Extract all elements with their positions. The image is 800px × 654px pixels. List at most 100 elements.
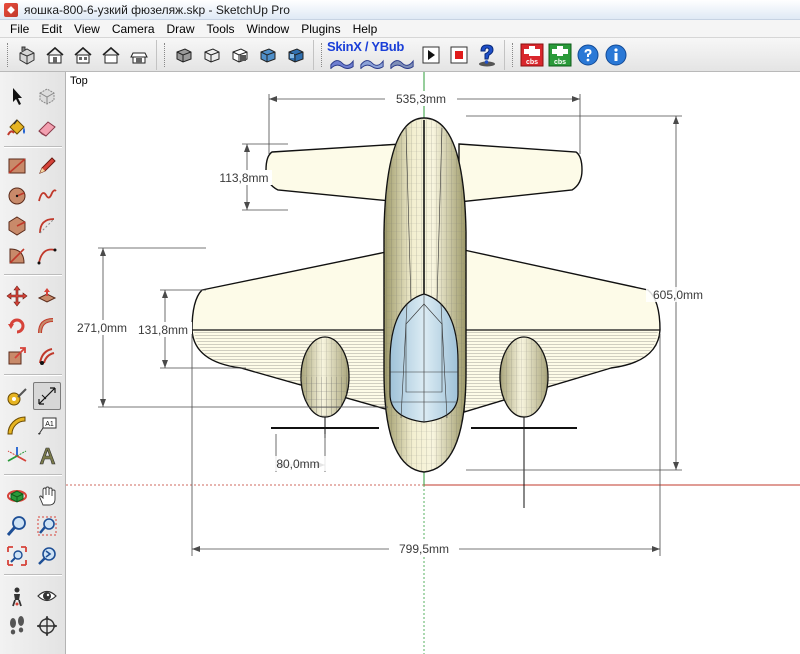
select-arrow-icon[interactable] (3, 82, 31, 110)
walk-footprints-icon[interactable] (3, 612, 31, 640)
pie-icon[interactable] (3, 242, 31, 270)
cbs-green-icon[interactable]: cbs (547, 42, 573, 68)
toolbar-grip[interactable] (164, 42, 167, 67)
scale-icon[interactable] (3, 342, 31, 370)
menu-plugins[interactable]: Plugins (301, 21, 341, 36)
front-view-icon[interactable] (70, 42, 96, 68)
make-component-icon[interactable] (33, 82, 61, 110)
pan-hand-icon[interactable] (33, 482, 61, 510)
tape-measure-icon[interactable] (3, 382, 31, 410)
orbit-icon[interactable] (3, 482, 31, 510)
svg-text:A1: A1 (45, 421, 54, 428)
previous-view-icon[interactable] (33, 542, 61, 570)
right-nacelle (471, 336, 577, 508)
view-name-label: Top (70, 75, 88, 87)
skinx-surface-icon[interactable] (328, 54, 356, 70)
shaded-textures-style-icon[interactable] (283, 42, 309, 68)
menu-view[interactable]: View (74, 21, 100, 36)
dimension-wing-chord: 131,8mm (134, 289, 246, 369)
menu-draw[interactable]: Draw (166, 21, 195, 36)
cbs-red-label: cbs (526, 59, 538, 66)
dim-label-wingspan: 799,5mm (399, 542, 449, 556)
axes-icon[interactable] (3, 442, 31, 470)
menu-camera[interactable]: Camera (111, 21, 155, 36)
right-view-icon[interactable] (98, 42, 124, 68)
move-icon[interactable] (3, 282, 31, 310)
help-circle-icon[interactable] (575, 42, 601, 68)
zoom-window-icon[interactable] (33, 512, 61, 540)
sketchup-app-icon (4, 2, 18, 17)
menu-window[interactable]: Window (246, 21, 290, 36)
position-camera-icon[interactable] (3, 582, 31, 610)
xray-style-icon[interactable] (171, 42, 197, 68)
dimension-length: 605,0mm (466, 115, 708, 471)
info-icon[interactable] (603, 42, 629, 68)
rectangle-icon[interactable] (3, 152, 31, 180)
three-d-text-icon[interactable] (33, 442, 61, 470)
shaded-style-icon[interactable] (255, 42, 281, 68)
menu-file[interactable]: File (10, 21, 30, 36)
iso-view-icon[interactable] (14, 42, 40, 68)
back-view-icon[interactable] (126, 42, 152, 68)
hidden-line-style-icon[interactable] (227, 42, 253, 68)
menu-tools[interactable]: Tools (206, 21, 235, 36)
window-title: яошка-800-6-узкий фюзеляж.skp - SketchUp… (24, 2, 290, 17)
circle-icon[interactable] (3, 182, 31, 210)
section-plane-icon[interactable] (33, 612, 61, 640)
top-view-icon[interactable] (42, 42, 68, 68)
polygon-icon[interactable] (3, 212, 31, 240)
skinx-stack: SkinX / YBub (327, 39, 417, 70)
dimension-wingspan: 799,5mm (191, 334, 661, 556)
help-question-icon[interactable] (474, 42, 500, 68)
cbs-green-label: cbs (554, 59, 566, 66)
text-tool-icon[interactable]: A1 (33, 412, 61, 440)
skinx-loft-icon[interactable] (388, 54, 416, 70)
three-point-arc-icon[interactable] (33, 242, 61, 270)
rotate-icon[interactable] (3, 312, 31, 340)
toolbar-grip[interactable] (512, 42, 515, 67)
toolbar-grip[interactable] (321, 42, 324, 67)
look-around-icon[interactable] (33, 582, 61, 610)
dimension-nacelle-width: 80,0mm (270, 434, 326, 472)
offset-icon[interactable] (33, 342, 61, 370)
main-toolbar: SkinX / YBub cbs (0, 38, 800, 72)
horizontal-tail (265, 143, 583, 203)
follow-me-icon[interactable] (33, 312, 61, 340)
large-tool-set: A1 (0, 72, 66, 654)
dim-label-length: 605,0mm (653, 288, 703, 302)
model-drawing: 535,3mm 113,8mm 271,0mm 131,8 (66, 72, 800, 654)
skinx-toolbar: SkinX / YBub (318, 39, 505, 70)
menu-help[interactable]: Help (352, 21, 378, 36)
tool-separator (4, 574, 62, 576)
dim-label-wing-chord: 131,8mm (138, 323, 188, 337)
pencil-line-icon[interactable] (33, 152, 61, 180)
dimension-icon[interactable] (33, 382, 61, 410)
wireframe-style-icon[interactable] (199, 42, 225, 68)
tool-separator (4, 274, 62, 276)
dimension-tail-chord: 113,8mm (216, 143, 288, 211)
dim-label-tail-span: 535,3mm (396, 92, 446, 106)
zoom-icon[interactable] (3, 512, 31, 540)
arc-icon[interactable] (33, 212, 61, 240)
zoom-extents-icon[interactable] (3, 542, 31, 570)
skinx-label: SkinX / YBub (327, 39, 405, 54)
push-pull-icon[interactable] (33, 282, 61, 310)
toolbar-grip[interactable] (7, 42, 10, 67)
tool-separator (4, 146, 62, 148)
dim-label-nacelle-width: 80,0mm (276, 457, 319, 471)
dim-label-tail-chord: 113,8mm (219, 171, 268, 185)
modeling-viewport[interactable]: Top (66, 72, 800, 654)
play-icon[interactable] (418, 42, 444, 68)
freehand-icon[interactable] (33, 182, 61, 210)
protractor-icon[interactable] (3, 412, 31, 440)
stop-icon[interactable] (446, 42, 472, 68)
views-toolbar (4, 39, 157, 70)
paint-bucket-icon[interactable] (3, 114, 31, 142)
menu-edit[interactable]: Edit (41, 21, 63, 36)
dimension-wing-height: 271,0mm (70, 247, 388, 408)
canopy (389, 293, 459, 423)
eraser-icon[interactable] (33, 114, 61, 142)
skinx-patch-icon[interactable] (358, 54, 386, 70)
cbs-red-icon[interactable]: cbs (519, 42, 545, 68)
cbs-toolbar: cbs cbs (509, 40, 633, 70)
